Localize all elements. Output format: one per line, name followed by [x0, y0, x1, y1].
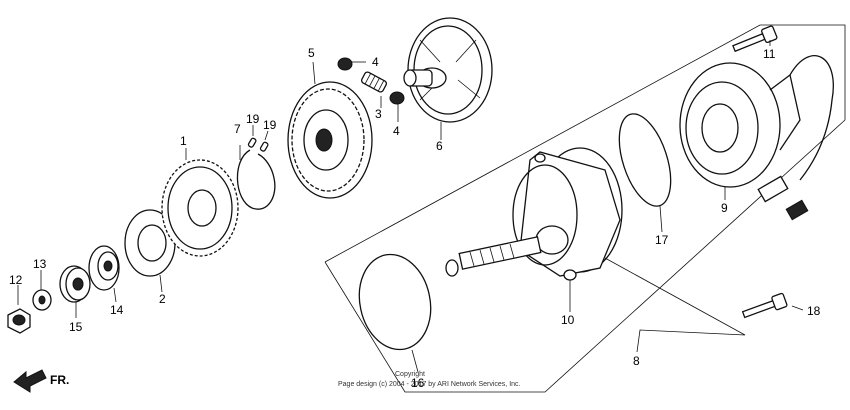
part-5-clutch[interactable]: [287, 61, 373, 199]
part-11-bolt[interactable]: [731, 25, 778, 55]
label-15: 15: [69, 320, 83, 334]
part-1-sprocket[interactable]: [161, 148, 239, 257]
label-6: 6: [436, 139, 443, 153]
label-12: 12: [9, 273, 23, 287]
label-18: 18: [807, 304, 821, 318]
part-12-nut[interactable]: [7, 285, 31, 334]
front-direction-arrow: [13, 369, 47, 393]
label-11: 11: [763, 47, 776, 61]
label-10: 10: [561, 313, 575, 327]
label-9: 9: [721, 201, 728, 215]
part-10-starter-motor[interactable]: [445, 147, 623, 312]
label-7: 7: [234, 122, 241, 136]
label-17: 17: [655, 233, 669, 247]
label-8: 8: [633, 354, 640, 368]
label-13: 13: [33, 257, 47, 271]
label-4-upper: 4: [372, 55, 379, 69]
label-5: 5: [308, 46, 315, 60]
part-13-washer[interactable]: [32, 270, 52, 311]
part-17-o-ring[interactable]: [609, 108, 681, 233]
part-8-leader: [604, 257, 746, 353]
copyright-line-2: Page design (c) 2004 - 2017 by ARI Netwo…: [338, 381, 521, 388]
front-direction-label: FR.: [50, 373, 69, 387]
label-19-right: 19: [263, 118, 277, 132]
part-15-bearing[interactable]: [59, 265, 91, 318]
part-9-rear-cover[interactable]: [679, 55, 834, 221]
label-16: 16: [411, 376, 425, 390]
label-3: 3: [375, 107, 382, 121]
part-4-cap-upper[interactable]: [337, 57, 366, 71]
label-1: 1: [180, 134, 187, 148]
label-4-lower: 4: [393, 124, 400, 138]
label-2: 2: [159, 292, 166, 306]
label-14: 14: [110, 303, 124, 317]
part-3-spring[interactable]: [360, 71, 388, 108]
part-2-washer[interactable]: [124, 209, 176, 293]
part-6-clutch-outer[interactable]: [403, 17, 493, 140]
part-4-cap-lower[interactable]: [389, 91, 405, 122]
assembly-outline: [324, 24, 846, 393]
part-19-pins[interactable]: [247, 125, 269, 152]
label-19-left: 19: [246, 112, 260, 126]
part-7-snap-ring[interactable]: [236, 145, 276, 210]
copyright-line-1: Copyright: [395, 371, 425, 378]
part-16-o-ring[interactable]: [351, 248, 439, 373]
part-14-collar[interactable]: [88, 245, 120, 303]
part-18-bolt[interactable]: [741, 292, 804, 321]
